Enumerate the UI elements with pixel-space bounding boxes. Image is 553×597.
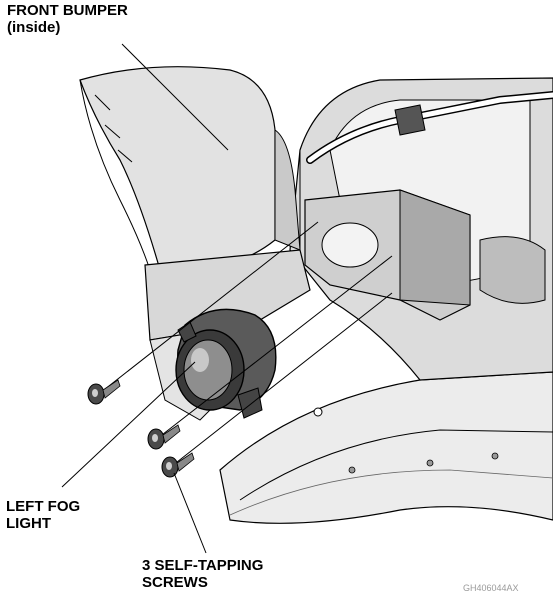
- screws-label: 3 SELF-TAPPING SCREWS: [142, 557, 263, 591]
- fog-light-bracket-face: [399, 189, 471, 306]
- bumper-clip: [491, 452, 499, 460]
- bumper-hole: [313, 407, 323, 417]
- bumper-lower-rib: [239, 429, 553, 501]
- leader-line-front-bumper: [121, 43, 229, 151]
- front-bumper-label: FRONT BUMPER (inside): [7, 2, 128, 36]
- screw-axis-line: [171, 292, 393, 467]
- left-fog-light-label-line2: LIGHT: [6, 515, 51, 532]
- bracket-opening: [321, 222, 379, 268]
- front-bumper-label-line1: FRONT BUMPER: [7, 2, 128, 19]
- front-bumper-inner-edge: [79, 79, 151, 271]
- left-fog-light-label: LEFT FOG LIGHT: [6, 498, 80, 532]
- self-tapping-screw: [161, 452, 195, 478]
- bumper-clip: [426, 459, 434, 467]
- harness-connector: [394, 104, 426, 136]
- front-bumper-lip: [274, 129, 301, 251]
- bumper-clip: [348, 466, 356, 474]
- screws-label-line2: SCREWS: [142, 574, 208, 591]
- figure-code: GH406044AX: [463, 583, 519, 593]
- front-bumper-label-line2: (inside): [7, 19, 61, 36]
- fog-light-tab: [177, 321, 197, 343]
- front-bumper-rib: [94, 94, 133, 163]
- screw-axis-line: [157, 255, 393, 439]
- bumper-lower-skin: [219, 371, 553, 524]
- fog-light-lens: [183, 339, 233, 401]
- engine-part: [479, 236, 546, 304]
- front-bumper-inner-panel: [79, 66, 276, 271]
- fog-light-lens-highlight: [191, 348, 209, 372]
- screw-axis-line: [99, 221, 319, 394]
- self-tapping-screw: [87, 379, 121, 405]
- bumper-lower-rib: [229, 469, 553, 516]
- leader-line-screws: [173, 472, 207, 554]
- left-fog-light-label-line1: LEFT FOG: [6, 498, 81, 515]
- self-tapping-screw: [147, 424, 181, 450]
- leader-line-fog-light: [61, 361, 196, 488]
- screws-label-line1: 3 SELF-TAPPING: [142, 557, 264, 574]
